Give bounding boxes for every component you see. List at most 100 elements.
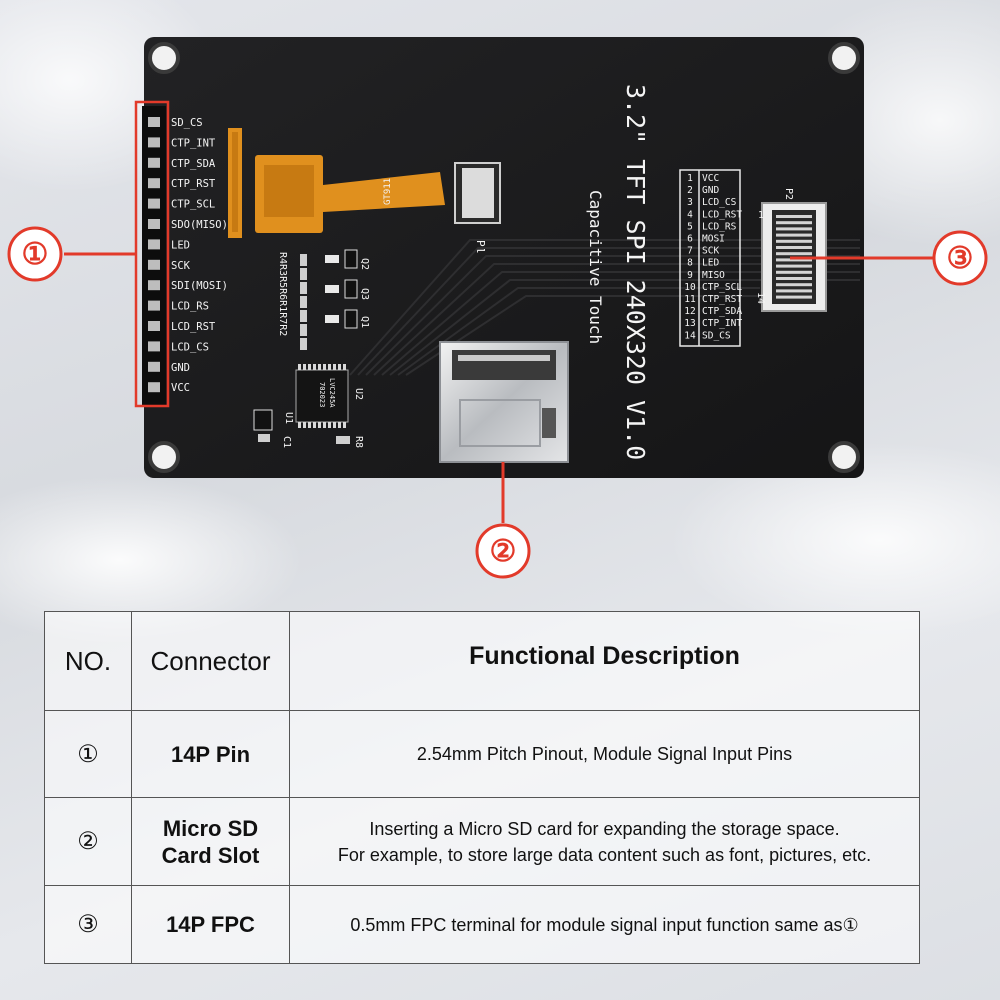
pcb-traces	[349, 239, 860, 376]
description-text: For example, to store large data content…	[337, 844, 872, 865]
capacitor-c1	[253, 409, 273, 442]
header-pin-label: CTP_RST	[171, 178, 216, 190]
fpc-pin-number: 8	[687, 258, 693, 269]
fpc-contact	[776, 252, 812, 256]
fpc-pin-label: CTP_RST	[702, 294, 742, 305]
header-pin	[148, 219, 160, 229]
chip-pin	[338, 364, 341, 370]
label-resistors: R4R3R5R6R1R7R2	[277, 252, 288, 336]
fpc-contact	[776, 264, 812, 268]
header-pin-label: VCC	[171, 382, 190, 394]
chip-pin	[313, 364, 316, 370]
fpc-pin-number: 10	[684, 282, 696, 293]
header-pin-label: SCK	[171, 260, 191, 272]
table-row: ③ 14P FPC 0.5mm FPC terminal for module …	[44, 885, 920, 964]
callout-label-3: ③	[947, 242, 974, 275]
fpc-pin-number: 1	[687, 173, 693, 184]
board-title: 3.2" TFT SPI 240X320 V1.0	[621, 84, 650, 460]
chip-pin	[343, 364, 346, 370]
fpc-pin-number: 9	[687, 270, 693, 281]
row-no: ①	[44, 710, 132, 798]
label-u1: U1	[283, 412, 294, 424]
fpc-pin-number: 14	[684, 330, 696, 341]
mounting-hole-icon	[148, 441, 180, 473]
chip-pin	[298, 422, 301, 428]
header-pin	[148, 300, 160, 311]
touch-flex-cable: GT911	[228, 128, 445, 238]
header-pin-label: LCD_CS	[171, 341, 209, 353]
resistor-r8	[336, 436, 350, 444]
chip-pin	[303, 422, 306, 428]
header-pin	[148, 137, 160, 148]
resistor-array	[300, 254, 307, 350]
micro-sd-slot	[439, 341, 569, 463]
header-pin-label: GND	[171, 362, 190, 374]
fpc-pin-label: CTP_INT	[702, 318, 742, 329]
header-pin-label: SDO(MISO)	[171, 219, 228, 231]
header-pin	[148, 341, 160, 352]
fpc-pin-label: SCK	[702, 246, 719, 257]
label-q1: Q1	[359, 316, 370, 328]
mounting-hole-icon	[828, 42, 860, 74]
header-pin	[148, 259, 160, 270]
header-pin	[148, 117, 160, 127]
label-q3: Q3	[359, 288, 370, 300]
chip-pin	[328, 364, 331, 370]
callout-label-1: ①	[22, 238, 49, 271]
header-pin-label: CTP_INT	[171, 137, 216, 149]
chip-pin	[308, 364, 311, 370]
fpc-contact	[776, 258, 812, 262]
fpc-pin-number: 7	[687, 246, 693, 257]
header-pin	[148, 198, 160, 209]
transistor-array	[325, 249, 358, 329]
header-pin-label: SD_CS	[171, 117, 203, 129]
header-connector: Connector	[131, 611, 290, 711]
fpc-contact	[776, 233, 812, 237]
fpc-pin-number: 2	[687, 185, 693, 196]
fpc-contact	[776, 227, 812, 231]
table-row: ① 14P Pin 2.54mm Pitch Pinout, Module Si…	[44, 710, 920, 798]
header-pin-label: LCD_RST	[171, 321, 216, 333]
table-row: ② Micro SD Card Slot Inserting a Micro S…	[44, 797, 920, 886]
row-description: Inserting a Micro SD card for expanding …	[289, 797, 920, 886]
fpc-pin-label: SD_CS	[702, 330, 731, 341]
fpc-pin-label: CTP_SDA	[702, 306, 742, 317]
row-connector: Micro SD Card Slot	[131, 797, 290, 886]
header-pin-label: CTP_SDA	[171, 158, 216, 170]
chip-pin	[333, 364, 336, 370]
fpc-contact	[776, 246, 812, 249]
chip-pin	[313, 422, 316, 428]
chip-pin	[343, 422, 346, 428]
label-p2-pin1: 1	[758, 210, 764, 221]
row-no: ③	[44, 885, 132, 964]
callout-label-2: ②	[490, 535, 517, 568]
fpc-pin-label: CTP_SCL	[702, 282, 742, 293]
header-pin-label: LED	[171, 239, 190, 251]
flex-marking: GT911	[383, 178, 393, 205]
table-header-row: NO. Connector Functional Description	[44, 611, 920, 711]
fpc-contact	[776, 277, 812, 280]
connector-text: 14P Pin	[170, 741, 251, 767]
chip-pin	[318, 364, 321, 370]
board-subtitle: Capacitive Touch	[586, 190, 605, 344]
pin-header-labels: SD_CSCTP_INTCTP_SDACTP_RSTCTP_SCLSDO(MIS…	[171, 117, 228, 394]
chip-pin	[303, 364, 306, 370]
fpc-contact	[776, 221, 812, 225]
connector-text: Micro SD	[162, 815, 259, 841]
fpc-pin-number: 3	[687, 197, 693, 208]
fpc-pin-number: 4	[687, 209, 693, 220]
chip-u1: LVC245A 702023	[295, 364, 349, 428]
chip-pin	[323, 364, 326, 370]
description-text: Inserting a Micro SD card for expanding …	[369, 818, 840, 839]
fpc-pin-label: GND	[702, 185, 719, 196]
connector-text: 14P FPC	[166, 912, 255, 937]
row-connector: 14P Pin	[131, 710, 290, 798]
header-pin	[148, 280, 160, 291]
fpc-pin-label: LCD_CS	[702, 197, 737, 208]
label-p2: P2	[783, 188, 794, 200]
chip-pin	[308, 422, 311, 428]
fpc-pin-number: 12	[684, 306, 695, 317]
fpc-contact	[776, 215, 812, 218]
fpc-pin-number: 6	[687, 234, 693, 245]
